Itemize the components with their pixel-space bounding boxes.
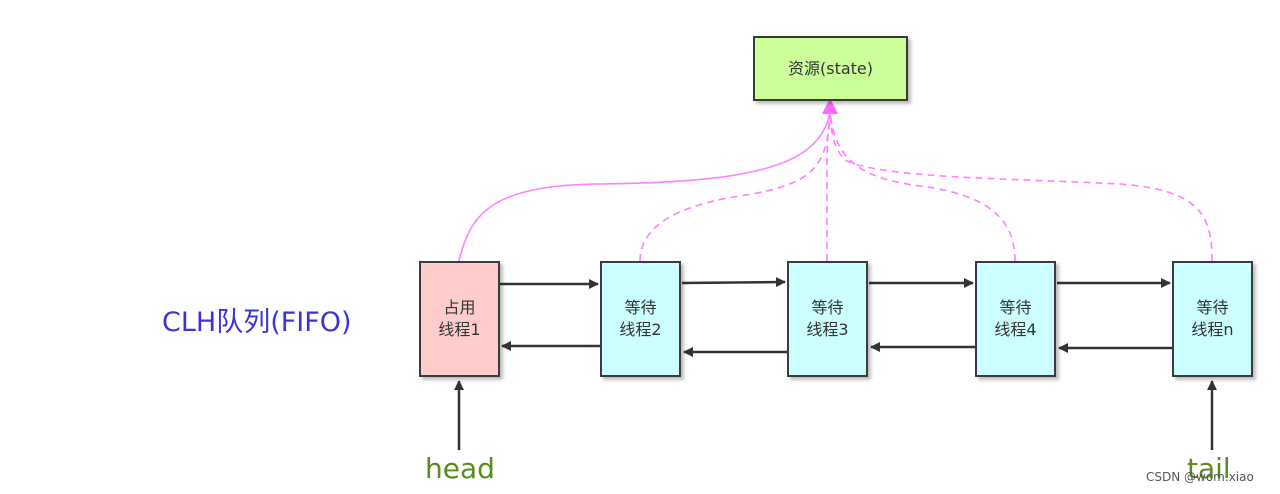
node-status-label: 等待 [1196, 298, 1229, 317]
tail-pointer-label: tail [1187, 452, 1231, 485]
node-status-label: 占用 [443, 298, 476, 317]
queue-node-4: 等待 线程4 [975, 261, 1056, 377]
state-link-dashed-4 [829, 111, 1016, 262]
node-thread-label: 线程3 [806, 320, 849, 339]
state-link-solid [458, 98, 838, 262]
clh-queue-label: CLH队列(FIFO) [162, 307, 352, 338]
state-link-dashed-3 [826, 111, 831, 261]
node-thread-label: 线程4 [994, 320, 1037, 339]
next-arrow-2-3 [681, 277, 786, 288]
resource-state-label: 资源(state) [787, 58, 874, 78]
node-status-label: 等待 [999, 298, 1032, 317]
queue-node-3: 等待 线程3 [787, 261, 868, 377]
node-status-label: 等待 [624, 298, 657, 317]
queue-node-2: 等待 线程2 [600, 261, 681, 377]
resource-state-box: 资源(state) [753, 36, 908, 101]
head-pointer-label: head [425, 452, 495, 485]
node-thread-label: 线程n [1191, 320, 1234, 339]
state-link-dashed-n [829, 111, 1213, 262]
node-thread-label: 线程1 [438, 320, 481, 339]
watermark: CSDN @wom.xiao [1146, 470, 1254, 484]
node-thread-label: 线程2 [619, 320, 662, 339]
queue-node-1: 占用 线程1 [419, 261, 500, 377]
state-link-dashed-2 [639, 111, 831, 262]
queue-node-n: 等待 线程n [1172, 261, 1253, 377]
node-status-label: 等待 [811, 298, 844, 317]
